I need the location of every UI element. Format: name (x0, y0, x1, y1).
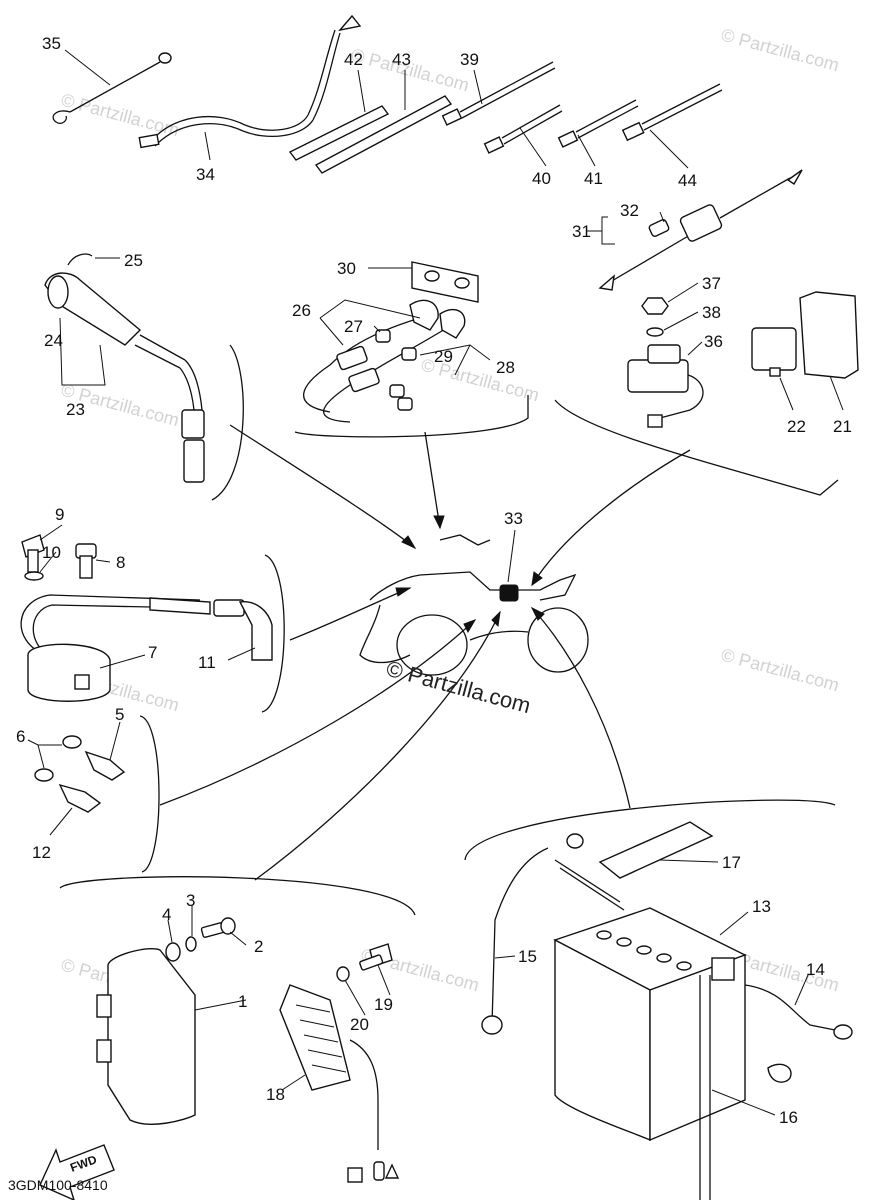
part-29-cap (389, 347, 417, 411)
part-2-screw (200, 917, 236, 938)
part-4-washer (165, 942, 181, 962)
group-brackets (59, 344, 839, 916)
diagram-code: 3GDM100-8410 (8, 1177, 108, 1193)
part-28-elbow-cap (409, 299, 466, 339)
callout-22: 22 (787, 417, 806, 436)
callout-3: 3 (186, 891, 195, 910)
callout-21: 21 (833, 417, 852, 436)
callout-27: 27 (344, 317, 363, 336)
part-23-plug-cap (44, 272, 205, 483)
callout-42: 42 (344, 50, 363, 69)
callout-14: 14 (806, 960, 825, 979)
part-12-switch (58, 783, 102, 813)
part-27-cap (375, 329, 391, 343)
part-30-plate (411, 261, 479, 303)
callout-24: 24 (44, 331, 63, 350)
part-18-rectifier-regulator (279, 984, 400, 1183)
callout-29: 29 (434, 347, 453, 366)
callout-leaders (27, 49, 844, 1116)
part-8-bolt (75, 543, 97, 579)
callout-20: 20 (350, 1015, 369, 1034)
callout-8: 8 (116, 553, 125, 572)
callout-36: 36 (704, 332, 723, 351)
callout-37: 37 (702, 274, 721, 293)
watermark-text: © Partzilla.com (59, 90, 181, 141)
part-17-band (598, 821, 714, 879)
callout-18: 18 (266, 1085, 285, 1104)
callout-17: 17 (722, 853, 741, 872)
callout-34: 34 (196, 165, 215, 184)
part-37-nut (641, 297, 669, 315)
callout-32: 32 (620, 201, 639, 220)
part-15-ground-lead (481, 833, 625, 1035)
callout-23: 23 (66, 400, 85, 419)
part-16-breather-pipe (699, 975, 711, 1200)
part-36-starter-relay (627, 344, 704, 428)
part-9-bolt (21, 534, 45, 573)
part-42-band (288, 105, 390, 161)
callout-43: 43 (392, 50, 411, 69)
callout-4: 4 (162, 905, 171, 924)
part-19-bolt (359, 943, 393, 971)
callout-13: 13 (752, 897, 771, 916)
callout-15: 15 (518, 947, 537, 966)
callout-33: 33 (504, 509, 523, 528)
part-31-fuse-holder (598, 169, 803, 291)
part-20-washer (336, 966, 350, 982)
callout-31: 31 (572, 222, 591, 241)
part-7-ignition-coil (20, 594, 211, 702)
atv-silhouette (359, 534, 589, 676)
callout-1: 1 (238, 992, 247, 1011)
watermark-text: © Partzilla.com (719, 25, 841, 76)
callout-25: 25 (124, 251, 143, 270)
part-32-fuse (648, 219, 670, 237)
part-22-relay (751, 327, 797, 377)
callout-30: 30 (337, 259, 356, 278)
callout-5: 5 (115, 705, 124, 724)
part-34-lead-wire (138, 14, 362, 149)
part-41-cable-tie (557, 99, 639, 148)
fwd-arrow: FWD (39, 1144, 115, 1200)
callout-41: 41 (584, 169, 603, 188)
part-26-wire-harness (303, 317, 451, 423)
callout-26: 26 (292, 301, 311, 320)
part-44-cable-tie (621, 83, 723, 142)
callout-10: 10 (42, 543, 61, 562)
callout-44: 44 (678, 171, 697, 190)
part-39-cable-tie (441, 61, 556, 126)
part-43-band (314, 95, 453, 174)
callout-28: 28 (496, 358, 515, 377)
callout-19: 19 (374, 995, 393, 1014)
part-1-cdi-unit (96, 948, 196, 1125)
watermark-text: © Partzilla.com (719, 645, 841, 696)
callout-12: 12 (32, 843, 51, 862)
part-3-washer (185, 936, 197, 952)
callout-9: 9 (55, 505, 64, 524)
callout-6: 6 (16, 727, 25, 746)
callout-39: 39 (460, 50, 479, 69)
part-35-lead-wire (52, 52, 172, 124)
part-6-gasket (34, 735, 82, 782)
part-21-cover (799, 291, 859, 379)
part-11-plug-cap (213, 599, 273, 661)
part-40-cable-tie (483, 104, 563, 154)
part-25-clip (67, 253, 93, 266)
callout-35: 35 (42, 34, 61, 53)
callout-40: 40 (532, 169, 551, 188)
leader-arrows (159, 424, 691, 881)
part-14-breather-hose (744, 984, 853, 1083)
callout-16: 16 (779, 1108, 798, 1127)
part-38-washer (646, 327, 664, 337)
callout-2: 2 (254, 937, 263, 956)
callout-38: 38 (702, 303, 721, 322)
callout-7: 7 (148, 643, 157, 662)
part-13-battery (553, 907, 747, 1142)
part-10-washer (24, 571, 44, 581)
callout-labels: 1 2 3 4 5 6 7 8 9 10 11 12 13 14 15 16 1… (16, 34, 852, 1127)
callout-11: 11 (198, 653, 216, 672)
part-5-neutral-switch (84, 750, 126, 781)
